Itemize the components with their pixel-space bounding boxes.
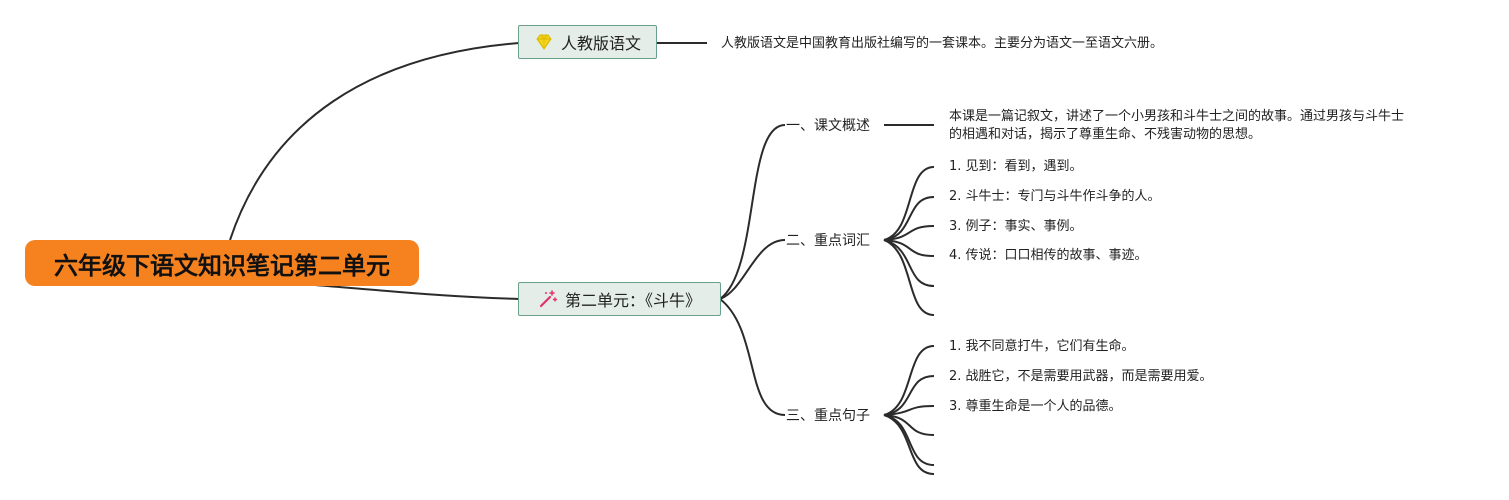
vocab-item[interactable]: 2. 斗牛士：专门与斗牛作斗争的人。: [949, 189, 1161, 204]
connector-unit-to-vocab: [719, 239, 786, 300]
connector-sentence-item-4: [883, 414, 935, 436]
connector-vocab-item-1: [883, 166, 935, 241]
vocab-item[interactable]: 1. 见到：看到，遇到。: [949, 159, 1083, 174]
connector-sentence-item-1: [883, 345, 935, 416]
magic-wand-icon: [538, 289, 558, 309]
vocab-item[interactable]: 4. 传说：口口相传的故事、事迹。: [949, 248, 1148, 263]
branch-unit-two-label: 第二单元：《斗牛》: [564, 291, 701, 310]
root-topic[interactable]: 六年级下语文知识笔记第二单元: [25, 240, 419, 286]
connector-sentence-item-2: [883, 375, 935, 416]
subtopic-overview[interactable]: 一、课文概述: [786, 118, 870, 134]
branch-unit-two[interactable]: 第二单元：《斗牛》: [518, 282, 721, 316]
connector-vocab-item-5: [883, 239, 935, 287]
subtopic-key-sentences[interactable]: 三、重点句子: [786, 408, 870, 424]
sentence-item[interactable]: 2. 战胜它，不是需要用武器，而是需要用爱。: [949, 369, 1213, 384]
textbook-note: 人教版语文是中国教育出版社编写的一套课本。主要分为语文一至语文六册。: [721, 36, 1164, 51]
root-title: 六年级下语文知识笔记第二单元: [54, 251, 390, 280]
connector-vocab-item-3: [883, 225, 935, 241]
vocab-item[interactable]: 3. 例子：事实、事例。: [949, 219, 1083, 234]
overview-note-line: 的相遇和对话，揭示了尊重生命、不残害动物的思想。: [949, 127, 1262, 142]
diamond-icon: [534, 32, 554, 52]
connector-unit-to-overview: [719, 124, 786, 300]
connector-root-to-textbook: [229, 42, 520, 241]
overview-note: 本课是一篇记叙文，讲述了一个小男孩和斗牛士之间的故事。通过男孩与斗牛士 的相遇和…: [949, 108, 1404, 144]
connector-sentence-item-3: [883, 405, 935, 416]
branch-textbook-label: 人教版语文: [560, 34, 641, 53]
connector-vocab-item-6: [883, 239, 935, 316]
connector-vocab-item-4: [883, 239, 935, 257]
overview-note-line: 本课是一篇记叙文，讲述了一个小男孩和斗牛士之间的故事。通过男孩与斗牛士: [949, 109, 1405, 124]
subtopic-vocabulary[interactable]: 二、重点词汇: [786, 233, 870, 249]
connector-sentence-item-5: [883, 414, 935, 466]
branch-textbook[interactable]: 人教版语文: [518, 25, 657, 59]
connector-vocab-item-2: [883, 196, 935, 241]
connector-unit-to-sentences: [719, 298, 786, 416]
connector-root-to-unit: [314, 284, 520, 300]
connector-sentence-item-6: [883, 414, 935, 475]
sentence-item[interactable]: 1. 我不同意打牛，它们有生命。: [949, 339, 1135, 354]
sentence-item[interactable]: 3. 尊重生命是一个人的品德。: [949, 399, 1122, 414]
